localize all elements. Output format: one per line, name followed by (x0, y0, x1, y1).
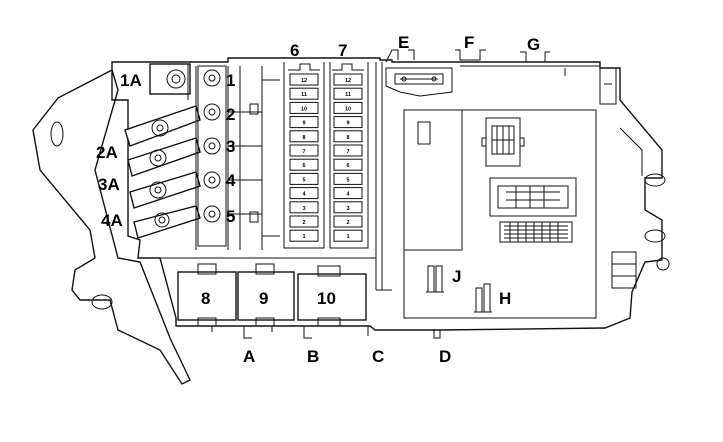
fuse-slot (333, 116, 363, 129)
fuse-number: 1 (346, 234, 349, 240)
fuse-number: 7 (346, 149, 349, 155)
fuse-slot (333, 144, 363, 157)
relay-10 (297, 265, 367, 327)
label-1: 1 (226, 71, 235, 90)
fuse-slot (289, 201, 319, 214)
fuse-slot (289, 87, 319, 100)
fuse-slot (333, 187, 363, 200)
label-c: C (372, 347, 384, 366)
left-fuse-stack (124, 63, 201, 250)
fuse-slot (333, 215, 363, 228)
label-a: A (243, 347, 255, 366)
fuse-slot (289, 187, 319, 200)
label-7: 7 (338, 41, 347, 60)
fuse-number: 6 (346, 163, 349, 169)
fuse-slot (333, 130, 363, 143)
fuse-slot (289, 101, 319, 114)
label-6: 6 (290, 41, 299, 60)
fuse-slot (289, 229, 319, 242)
label-2a: 2A (96, 143, 118, 162)
upper-connector (481, 117, 525, 167)
label-1a: 1A (120, 71, 142, 90)
fuse-slot (333, 158, 363, 171)
label-3: 3 (226, 137, 235, 156)
label-4a: 4A (101, 211, 123, 230)
fuse-number: 2 (302, 220, 305, 226)
label-f: F (464, 33, 474, 52)
fuse-number: 11 (301, 92, 307, 98)
relay-8 (177, 263, 237, 327)
fuse-number: 3 (302, 206, 305, 212)
fuse-slot (333, 73, 363, 86)
fuse-number: 2 (346, 220, 349, 226)
label-g: G (527, 35, 540, 54)
connector-e-area (385, 67, 453, 97)
label-9: 9 (259, 289, 268, 308)
label-e: E (398, 33, 409, 52)
fuse-slot (333, 229, 363, 242)
label-4: 4 (226, 171, 236, 190)
lower-connector (499, 221, 573, 243)
relay-j (426, 265, 444, 293)
fuse-number: 3 (346, 206, 349, 212)
label-10: 10 (317, 289, 336, 308)
main-housing (111, 49, 670, 331)
relay-h (474, 283, 492, 313)
label-d: D (439, 347, 451, 366)
fuse-number: 10 (301, 106, 307, 112)
fuse-number: 12 (345, 78, 351, 84)
labels: 6 7 E F G 1A 2A 3A 4A 1 2 3 4 5 8 9 10 A… (96, 33, 540, 366)
fuse-slot (289, 116, 319, 129)
fuse-number: 10 (345, 106, 351, 112)
fuse-number: 5 (346, 177, 349, 183)
right-fuse-stack (197, 65, 280, 250)
label-2: 2 (226, 105, 235, 124)
label-3a: 3A (98, 175, 120, 194)
left-mounting-bracket (32, 68, 191, 385)
fuse-number: 5 (302, 177, 305, 183)
fuse-slot (289, 144, 319, 157)
fuse-slot (333, 201, 363, 214)
fuse-slot (333, 101, 363, 114)
fuse-slot (289, 215, 319, 228)
fuse-number: 8 (346, 135, 349, 141)
fuse-number: 9 (346, 121, 349, 127)
fuse-number: 8 (302, 135, 305, 141)
fuse-slot (289, 172, 319, 185)
bottom-connector-ticks (211, 326, 441, 339)
fuse-slot (289, 130, 319, 143)
label-b: B (307, 347, 319, 366)
fuse-slot (333, 172, 363, 185)
fuse-slot (333, 87, 363, 100)
relay-9 (237, 263, 295, 327)
fuse-number: 7 (302, 149, 305, 155)
fuse-slot (289, 73, 319, 86)
label-j: J (452, 267, 461, 286)
fuse-slot (289, 158, 319, 171)
label-8: 8 (201, 289, 210, 308)
fuse-block-7: 12 11 10 9 8 7 6 5 4 3 2 1 (329, 62, 369, 249)
fuse-number: 11 (345, 92, 351, 98)
fuse-block-6: 12 11 10 9 8 7 6 5 4 3 2 1 (283, 62, 325, 249)
fuse-number: 9 (302, 121, 305, 127)
fuse-number: 6 (302, 163, 305, 169)
fuse-number: 4 (346, 192, 350, 198)
fuse-number: 1 (302, 234, 305, 240)
control-module-panel (403, 109, 597, 319)
fuse-number: 12 (301, 78, 307, 84)
label-5: 5 (226, 207, 235, 226)
fuse-number: 4 (302, 192, 306, 198)
label-h: H (499, 289, 511, 308)
middle-connector (489, 177, 577, 217)
